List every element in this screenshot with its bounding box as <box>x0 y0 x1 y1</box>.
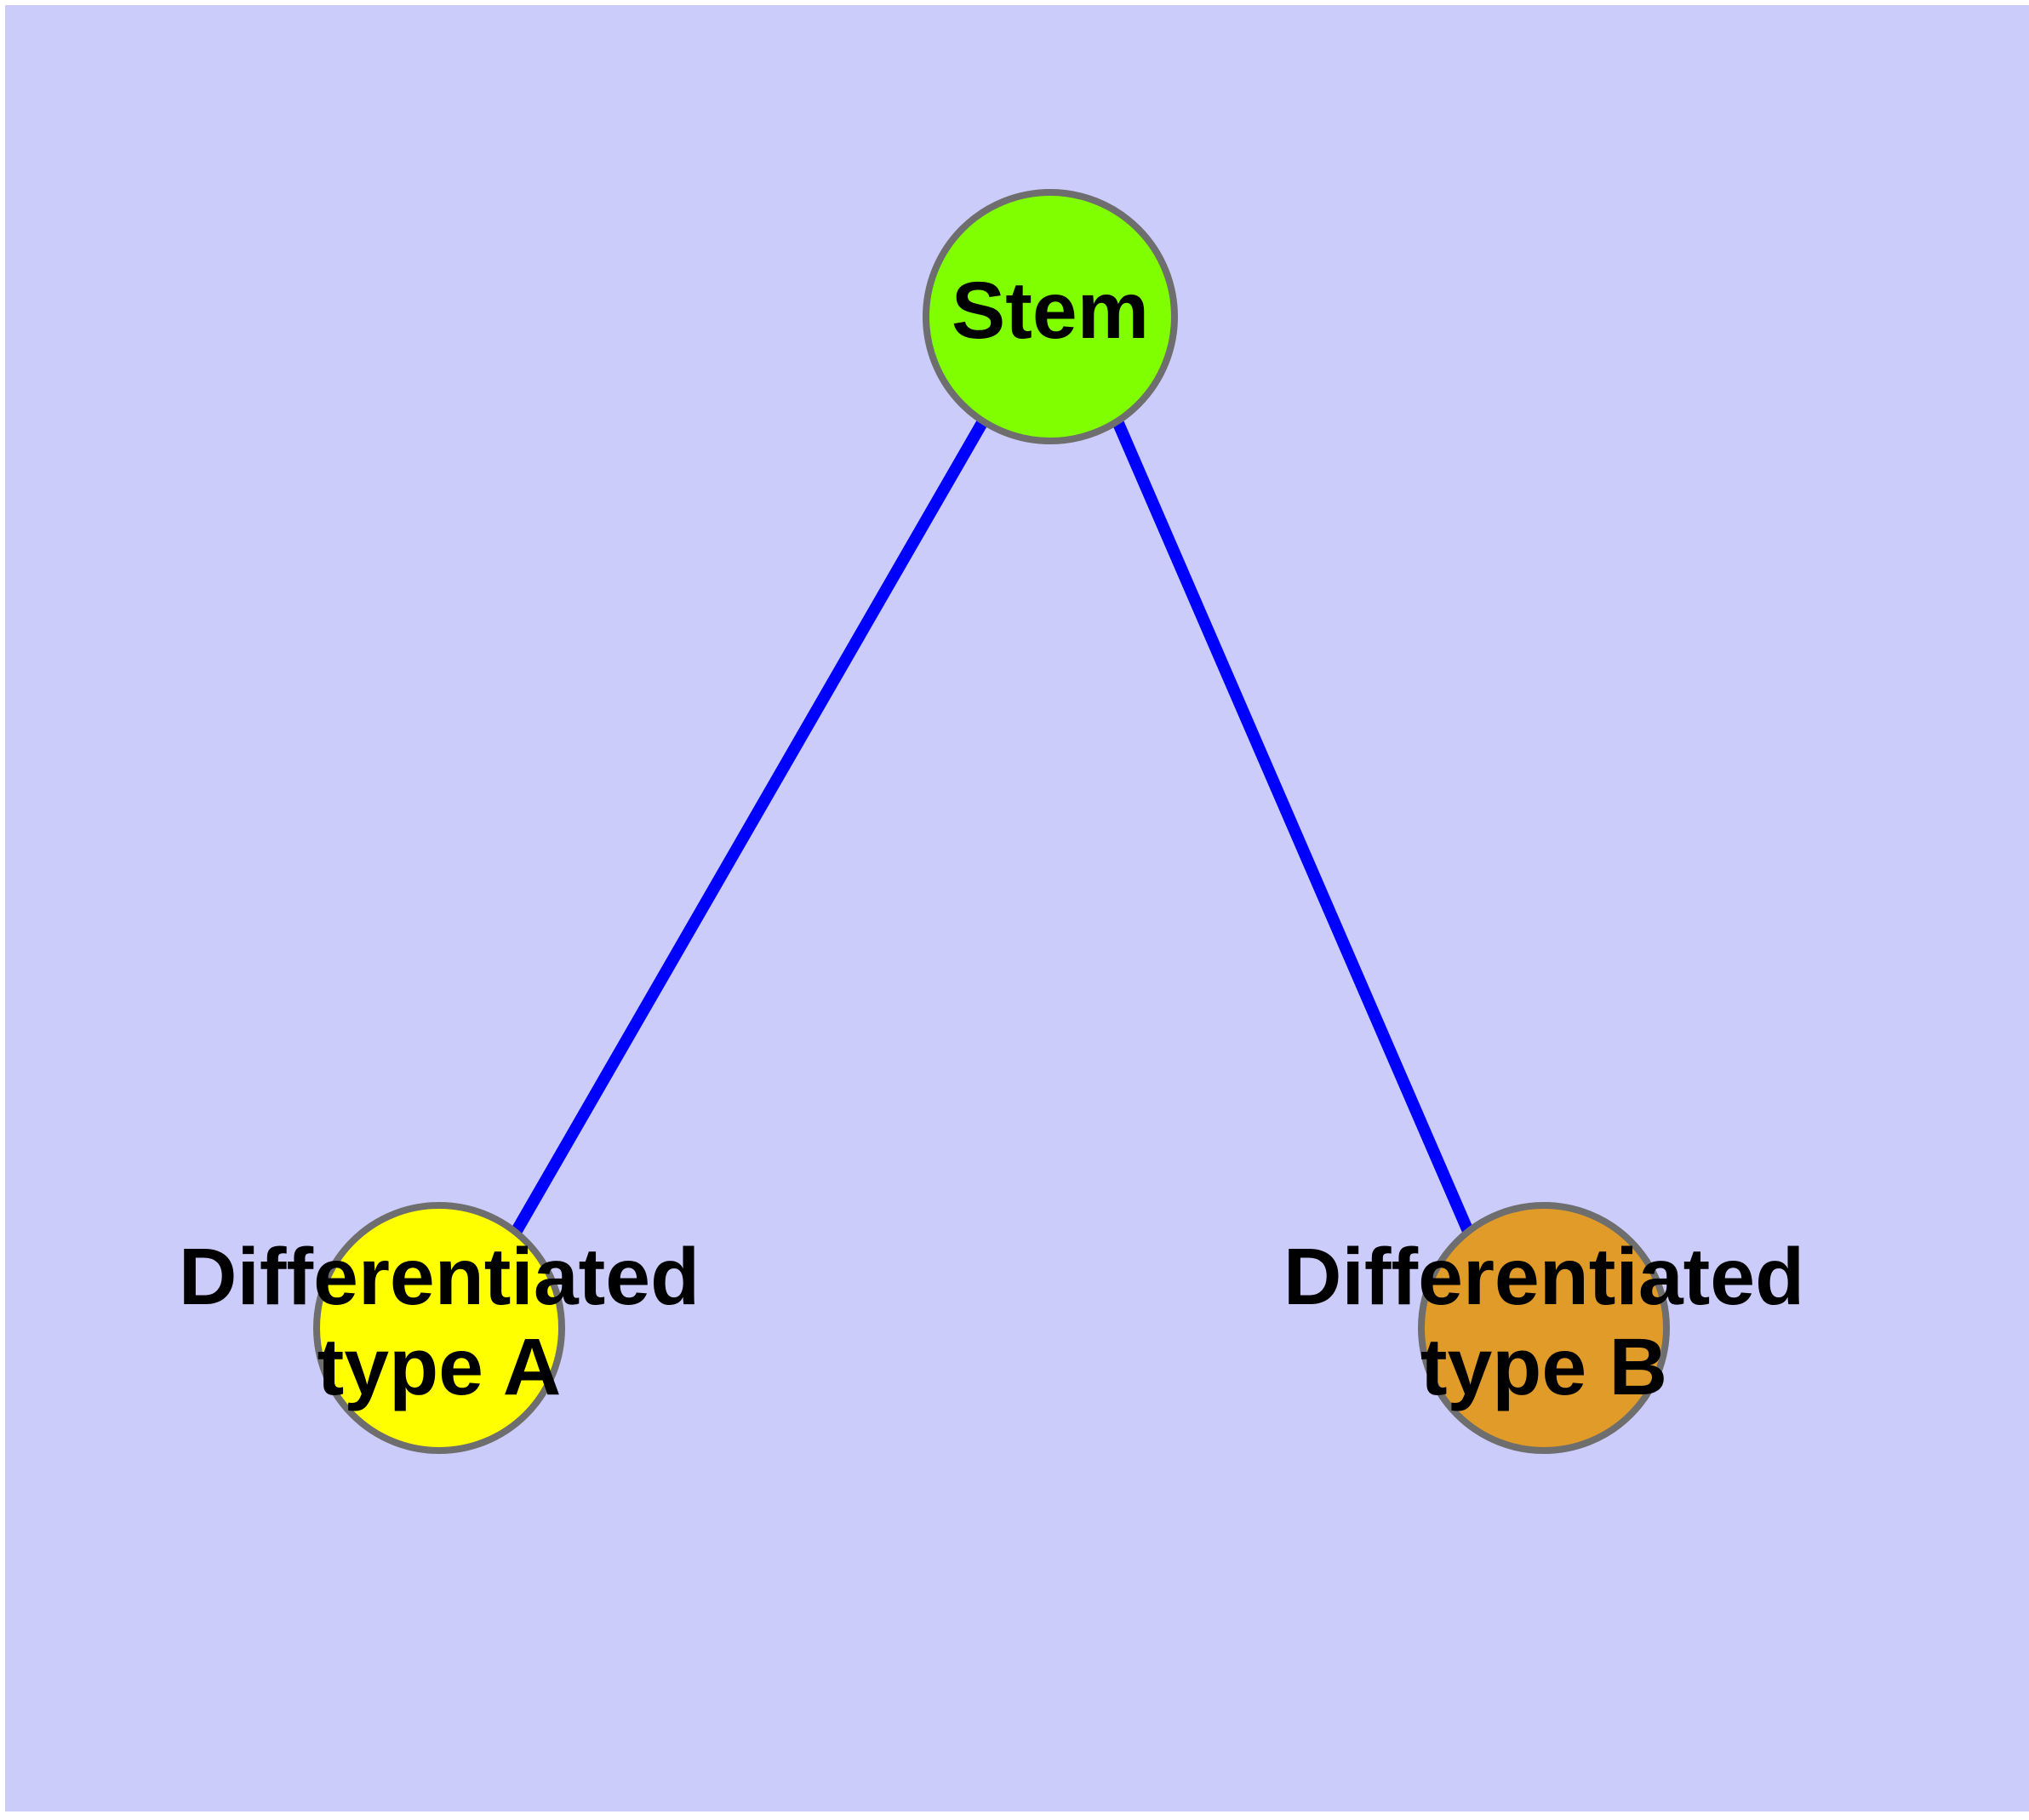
node-label-line: type B <box>1420 1322 1667 1412</box>
node-label-line: Differentiated <box>1283 1232 1804 1322</box>
edge-stem-to-differentiated-type-a[interactable] <box>508 418 989 1239</box>
node-layer <box>313 189 1670 1454</box>
node-label-line: type A <box>317 1322 562 1412</box>
node-differentiated-type-a[interactable] <box>313 1202 565 1454</box>
node-label-stem: Stem <box>952 266 1149 356</box>
node-label-line: Differentiated <box>179 1232 700 1322</box>
node-stem[interactable] <box>923 189 1178 444</box>
edge-layer <box>508 418 1476 1239</box>
node-label-line: Stem <box>952 266 1149 356</box>
node-differentiated-type-b[interactable] <box>1418 1202 1670 1454</box>
edge-stem-to-differentiated-type-b[interactable] <box>1112 419 1476 1238</box>
